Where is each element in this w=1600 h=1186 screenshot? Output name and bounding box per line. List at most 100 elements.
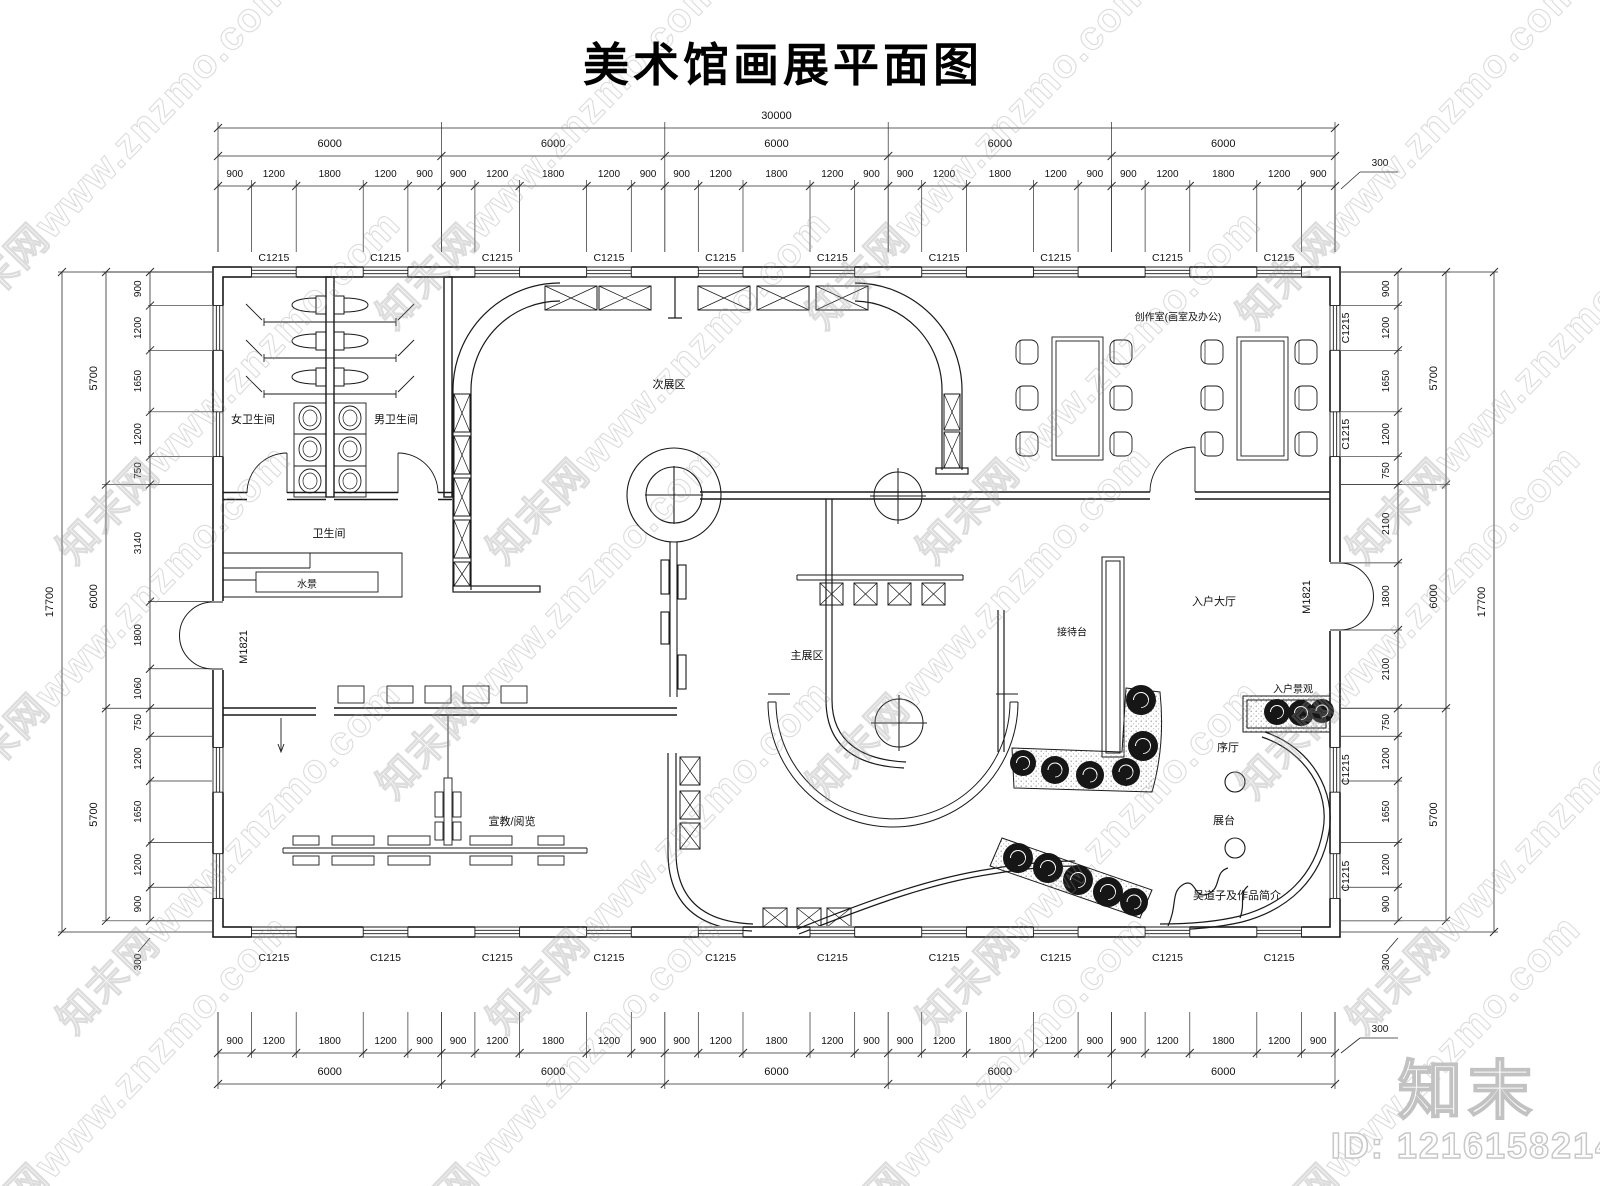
- dim-text: 1650: [1381, 800, 1392, 823]
- dim-text: 1800: [765, 1036, 788, 1047]
- window-label: C1215: [482, 252, 513, 264]
- window-label: C1215: [705, 252, 736, 264]
- dim-text: 1800: [1212, 1036, 1235, 1047]
- room-label-prelude-hall: 序厅: [1217, 742, 1239, 754]
- room-label-studio-office: 创作室(画室及办公): [1134, 312, 1222, 324]
- dim-text: 900: [450, 169, 467, 180]
- dim-text: 1800: [542, 1036, 565, 1047]
- dim-text: 6000: [317, 138, 341, 150]
- corner-offset: 300: [1372, 1024, 1389, 1035]
- room-label-entrance-hall: 入户大厅: [1192, 596, 1236, 608]
- dim-text: 1800: [765, 169, 788, 180]
- room-label-main-exhibition: 主展区: [790, 650, 824, 662]
- dim-text: 1800: [319, 1036, 342, 1047]
- dim-text: 900: [416, 169, 433, 180]
- drawing-id: ID: 1216158214: [1330, 1124, 1600, 1167]
- trees: [1003, 685, 1334, 916]
- dim-text: 900: [450, 1036, 467, 1047]
- dim-text: 5700: [88, 802, 100, 826]
- dim-text: 1800: [319, 169, 342, 180]
- dim-text: 1800: [1212, 169, 1235, 180]
- dim-text: 1200: [933, 169, 956, 180]
- dim-text: 1200: [1045, 1036, 1068, 1047]
- reading-room: [282, 715, 588, 866]
- dim-text: 1200: [133, 747, 144, 770]
- mid-wall: [223, 707, 677, 716]
- dim-text: 1800: [989, 169, 1012, 180]
- dim-text: 6000: [1211, 138, 1235, 150]
- restroom-walls: [223, 276, 453, 501]
- window-labels: C1215C1215C1215C1215C1215C1215C1215C1215…: [258, 252, 1352, 964]
- dim-text: 1200: [1045, 169, 1068, 180]
- sink-counters: [293, 402, 367, 498]
- room-label-restroom: 卫生间: [312, 528, 346, 540]
- window-label: C1215: [1264, 952, 1295, 964]
- dim-text: 900: [1087, 1036, 1104, 1047]
- dim-text: 1200: [1268, 1036, 1291, 1047]
- vestibule-stub: [668, 277, 682, 319]
- room-label-artist-intro: 吴道子及作品简介: [1193, 890, 1281, 902]
- toilets: [291, 295, 369, 387]
- main-exhibition-displays: [767, 574, 1019, 828]
- dim-text: 1200: [486, 169, 509, 180]
- dim-text: 17700: [44, 587, 56, 618]
- columns: [870, 468, 927, 751]
- display-counter-squares: [277, 685, 528, 754]
- dim-text: 1200: [374, 169, 397, 180]
- window-label: C1215: [1040, 952, 1071, 964]
- room-label-entrance-landscape: 入户景观: [1273, 684, 1313, 696]
- corner-offset: 300: [133, 953, 144, 970]
- dim-text: 1200: [263, 1036, 286, 1047]
- window-label: C1215: [593, 952, 624, 964]
- dim-text: 1200: [133, 316, 144, 339]
- dim-text: 6000: [317, 1066, 341, 1078]
- display-stand-circles: [1224, 771, 1246, 859]
- drawing-title: 美术馆画展平面图: [583, 39, 983, 91]
- dim-text: 900: [863, 1036, 880, 1047]
- dim-text: 6000: [88, 584, 100, 608]
- window-label: C1215: [1340, 312, 1352, 343]
- dim-text: 1060: [133, 677, 144, 700]
- dim-text: 1800: [1381, 585, 1392, 608]
- dim-text: 1200: [710, 1036, 733, 1047]
- dim-text: 900: [863, 169, 880, 180]
- window-label: C1215: [593, 252, 624, 264]
- window-label: C1215: [1340, 754, 1352, 785]
- window-label: C1215: [258, 252, 289, 264]
- dim-text: 900: [1381, 895, 1392, 912]
- dim-text: 1200: [710, 169, 733, 180]
- window-label: C1215: [1264, 252, 1295, 264]
- dim-text: 750: [133, 462, 144, 479]
- dim-text: 900: [1087, 169, 1104, 180]
- dim-text: 1200: [933, 1036, 956, 1047]
- dim-text: 5700: [1428, 366, 1440, 390]
- dim-text: 900: [897, 1036, 914, 1047]
- dim-text: 6000: [764, 138, 788, 150]
- dim-text: 1200: [133, 853, 144, 876]
- window-label: C1215: [370, 252, 401, 264]
- dim-text: 750: [1381, 713, 1392, 730]
- dim-text: 6000: [764, 1066, 788, 1078]
- room-label-water-feature: 水景: [297, 579, 317, 591]
- window-label: C1215: [705, 952, 736, 964]
- door-label-right: M1821: [1301, 580, 1313, 614]
- dim-text: 6000: [1428, 584, 1440, 608]
- dim-text: 900: [1310, 1036, 1327, 1047]
- dim-text: 1200: [1156, 169, 1179, 180]
- outer-walls: [212, 266, 1341, 938]
- room-label-reception-desk: 接待台: [1057, 627, 1087, 639]
- dim-text: 1200: [598, 169, 621, 180]
- window-label: C1215: [482, 952, 513, 964]
- dimension-chains: 900 1200 1800 1200 900 900 1200 1800 1200 900 900 1…: [44, 110, 1499, 1089]
- dim-text: 1800: [989, 1036, 1012, 1047]
- dim-text: 2100: [1381, 512, 1392, 535]
- dim-text: 30000: [761, 110, 792, 122]
- dim-text: 1200: [1381, 853, 1392, 876]
- dim-text: 1200: [133, 423, 144, 446]
- corner-offset: 300: [1381, 953, 1392, 970]
- dim-text: 1800: [542, 169, 565, 180]
- dim-text: 1650: [133, 800, 144, 823]
- dim-text: 1200: [374, 1036, 397, 1047]
- dim-text: 1200: [821, 1036, 844, 1047]
- dim-text: 1650: [133, 370, 144, 393]
